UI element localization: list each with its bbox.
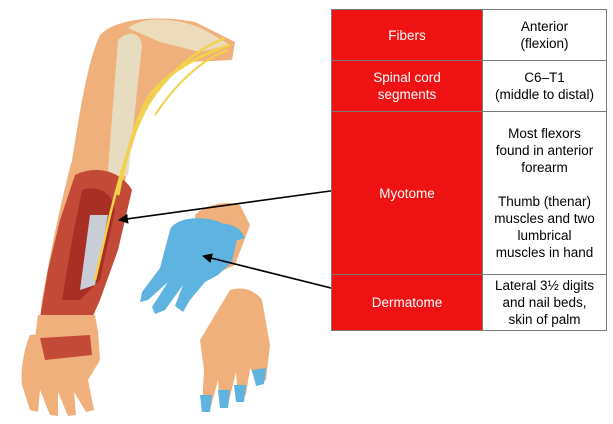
median-nerve (93, 36, 226, 281)
nerve-branch-2 (154, 49, 229, 116)
palm-blue-area (140, 218, 238, 314)
arm-illustration (21, 18, 235, 416)
dermatome-dorsal-hand (200, 288, 270, 412)
myotome-arrow (118, 187, 353, 224)
nerve-info-table: Fibers Anterior (flexion) Spinal cord se… (331, 9, 607, 331)
fingertip-blue-4 (252, 368, 266, 386)
forearm-grey-tissue (80, 215, 108, 290)
fingertip-blue-1 (200, 395, 212, 412)
scapula (128, 19, 230, 52)
value-fibers: Anterior (flexion) (482, 9, 607, 61)
value-dermatome: Lateral 3½ digits and nail beds, skin of… (482, 274, 607, 331)
value-spinal-cord-segments: C6–T1 (middle to distal) (482, 60, 607, 112)
hand-muscles (40, 335, 92, 360)
fingertip-blue-2 (218, 390, 230, 408)
label-myotome: Myotome (331, 111, 483, 275)
dorsal-hand-skin (200, 288, 270, 410)
humerus-bone (108, 33, 142, 181)
thumb-blue (215, 223, 245, 240)
table-row-dermatome: Dermatome Lateral 3½ digits and nail bed… (331, 274, 607, 331)
value-myotome: Most flexors found in anterior forearm T… (482, 111, 607, 275)
label-dermatome: Dermatome (331, 274, 483, 331)
table-row-spinal-cord-segments: Spinal cord segments C6–T1 (middle to di… (331, 60, 607, 112)
table-row-myotome: Myotome Most flexors found in anterior f… (331, 111, 607, 275)
fingertip-blue-3 (234, 385, 246, 402)
label-fibers: Fibers (331, 9, 483, 61)
label-spinal-cord-segments: Spinal cord segments (331, 60, 483, 112)
table-row-fibers: Fibers Anterior (flexion) (331, 9, 607, 61)
spacer (488, 176, 601, 193)
